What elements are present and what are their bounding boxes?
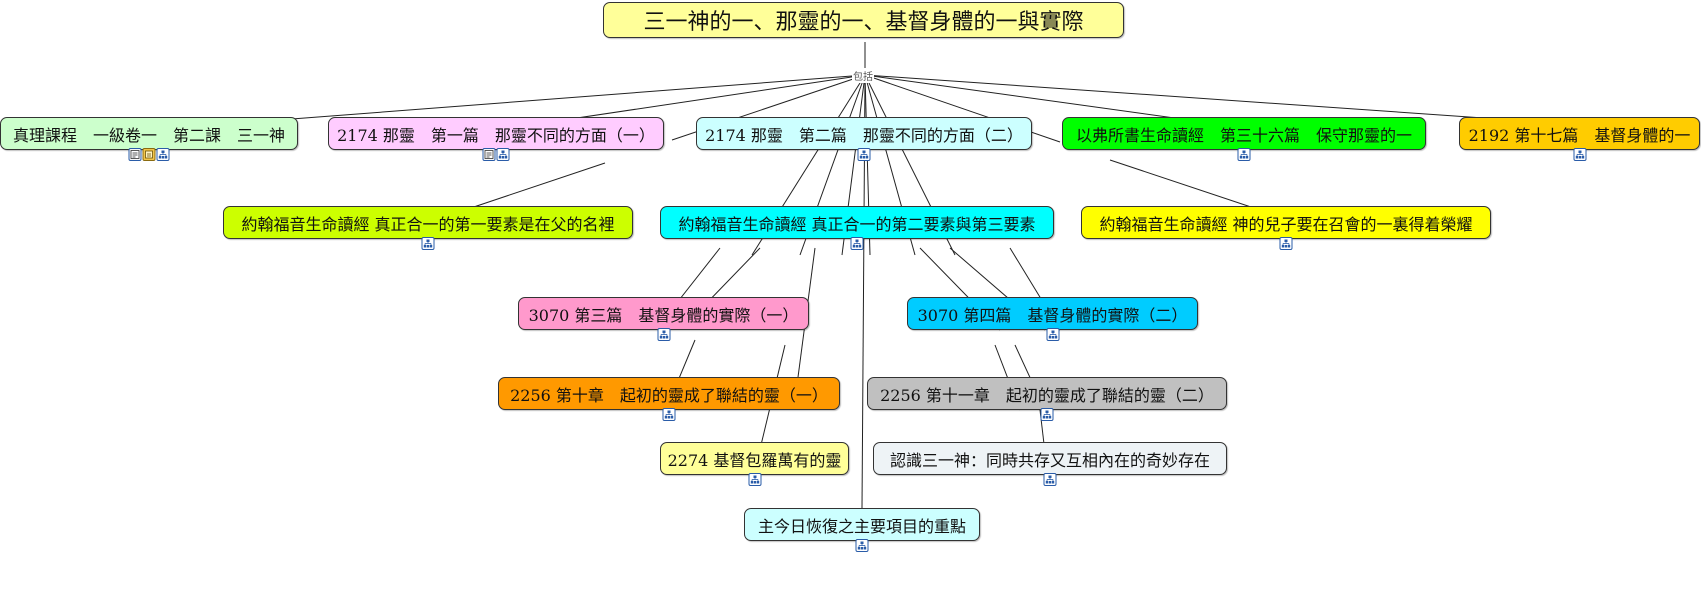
topic-john-second-third[interactable]: 約翰福音生命讀經 真正合一的第二要素與第三要素 (660, 206, 1054, 250)
topic-2274-spirit[interactable]: 2274 基督包羅萬有的靈 (660, 442, 849, 486)
topic-label: 約翰福音生命讀經 真正合一的第二要素與第三要素 (678, 214, 1036, 234)
relation-label: 包括 (852, 68, 874, 83)
topic-label: 3070 第三篇 基督身體的實際（一） (528, 305, 799, 325)
topic-label: 以弗所書生命讀經 第三十六篇 保守那靈的一 (1075, 125, 1412, 145)
topic-icons (1046, 328, 1059, 341)
topic-ephesians-36[interactable]: 以弗所書生命讀經 第三十六篇 保守那靈的一 (1062, 117, 1426, 161)
map-icon[interactable] (1237, 148, 1251, 161)
topic-know-trinity[interactable]: 認識三一神：同時共存又互相內在的奇妙存在 (873, 442, 1227, 486)
map-icon[interactable] (1040, 408, 1054, 421)
topic-label: 2174 那靈 第二篇 那靈不同的方面（二） (705, 125, 1023, 145)
map-icon[interactable] (850, 237, 864, 250)
topic-john-first-element[interactable]: 約翰福音生命讀經 真正合一的第一要素是在父的名裡 (223, 206, 633, 250)
topic-label: 2256 第十章 起初的靈成了聯結的靈（一） (510, 385, 828, 405)
topic-icons (855, 539, 869, 552)
topic-icons (748, 473, 761, 486)
note-icon[interactable] (482, 148, 496, 161)
topic-3070-reality-2[interactable]: 3070 第四篇 基督身體的實際（二） (907, 297, 1198, 341)
topic-lord-recovery[interactable]: 主今日恢復之主要項目的重點 (744, 508, 980, 552)
map-icon[interactable] (1043, 473, 1057, 486)
topic-label: 2274 基督包羅萬有的靈 (667, 450, 842, 470)
map-icon[interactable] (855, 539, 869, 552)
map-icon[interactable] (496, 148, 510, 161)
topic-label: 2192 第十七篇 基督身體的一 (1468, 125, 1691, 145)
topic-icons (1043, 473, 1057, 486)
topic-label: 約翰福音生命讀經 神的兒子要在召會的一裏得着榮耀 (1099, 214, 1473, 234)
map-icon[interactable] (1573, 148, 1586, 161)
map-icon[interactable] (857, 148, 871, 161)
topic-truth-lesson[interactable]: 真理課程 一級卷一 第二課 三一神 (0, 117, 298, 161)
map-icon[interactable] (1279, 237, 1293, 250)
topic-icons (857, 148, 871, 161)
topic-label: 真理課程 一級卷一 第二課 三一神 (12, 125, 285, 145)
map-icon[interactable] (662, 408, 676, 421)
topic-icons (128, 148, 170, 161)
note-icon[interactable] (128, 148, 142, 161)
topic-label: 2174 那靈 第一篇 那靈不同的方面（一） (337, 125, 655, 145)
connector-line (864, 74, 1586, 126)
topic-icons (1279, 237, 1293, 250)
map-icon[interactable] (1046, 328, 1059, 341)
topic-2174-spirit-2[interactable]: 2174 那靈 第二篇 那靈不同的方面（二） (696, 117, 1032, 161)
topic-label: 主今日恢復之主要項目的重點 (757, 516, 966, 536)
map-icon[interactable] (421, 237, 435, 250)
topic-2256-ch11[interactable]: 2256 第十一章 起初的靈成了聯結的靈（二） (867, 377, 1227, 421)
map-icon[interactable] (748, 473, 761, 486)
topic-icons (657, 328, 670, 341)
topic-icons (1237, 148, 1251, 161)
topic-2174-spirit-1[interactable]: 2174 那靈 第一篇 那靈不同的方面（一） (328, 117, 664, 161)
topic-3070-reality-1[interactable]: 3070 第三篇 基督身體的實際（一） (518, 297, 809, 341)
root-topic[interactable]: 三一神的一、那靈的一、基督身體的一與實際 (603, 2, 1124, 38)
topic-label: 約翰福音生命讀經 真正合一的第一要素是在父的名裡 (241, 214, 615, 234)
map-icon[interactable] (657, 328, 670, 341)
topic-john-son-glorified[interactable]: 約翰福音生命讀經 神的兒子要在召會的一裏得着榮耀 (1081, 206, 1491, 250)
topic-2256-ch10[interactable]: 2256 第十章 起初的靈成了聯結的靈（一） (498, 377, 840, 421)
topic-icons (421, 237, 435, 250)
topic-label: 3070 第四篇 基督身體的實際（二） (917, 305, 1188, 325)
topic-icons (850, 237, 864, 250)
topic-icons (662, 408, 676, 421)
topic-icons (482, 148, 510, 161)
topic-2192-body[interactable]: 2192 第十七篇 基督身體的一 (1459, 117, 1700, 161)
topic-icons (1040, 408, 1054, 421)
map-icon[interactable] (156, 148, 170, 161)
topic-label: 認識三一神：同時共存又互相內在的奇妙存在 (889, 450, 1210, 470)
topic-label: 2256 第十一章 起初的靈成了聯結的靈（二） (880, 385, 1214, 405)
file-icon[interactable] (142, 148, 156, 161)
topic-icons (1573, 148, 1586, 161)
